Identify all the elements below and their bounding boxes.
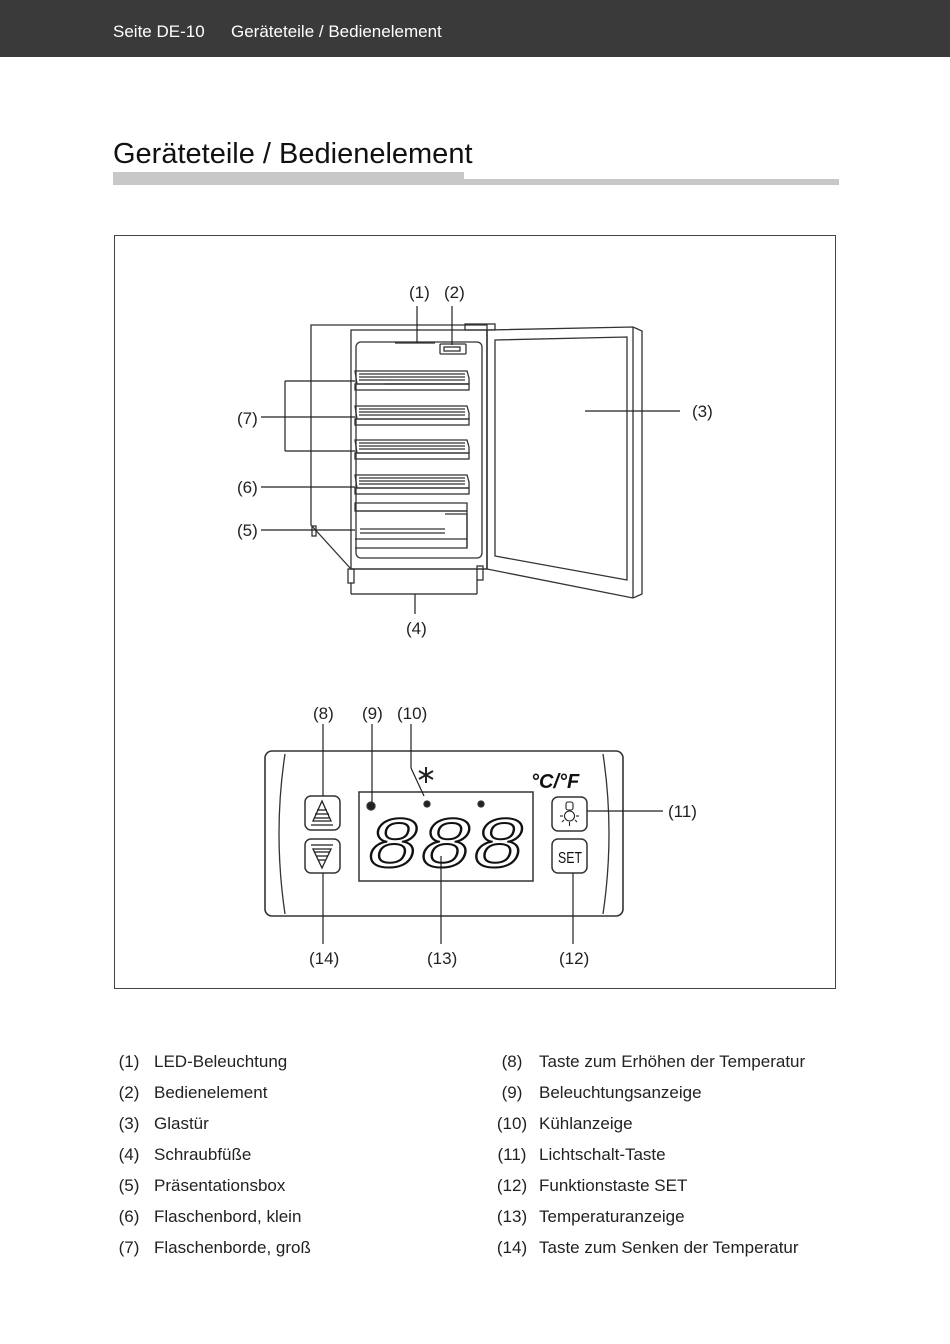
light-bulb-icon: [560, 801, 579, 826]
shelf-large-1: [354, 370, 470, 391]
callout-12: (12): [559, 949, 589, 968]
callout-7: (7): [237, 409, 258, 428]
door-hinge: [464, 323, 496, 331]
legend-number: (10): [496, 1114, 528, 1133]
callout-2: (2): [444, 283, 465, 302]
header-section-title: Geräteteile / Bedienelement: [231, 22, 442, 41]
callout-9: (9): [362, 704, 383, 723]
control-panel-small: [439, 343, 467, 355]
legend-number: (3): [118, 1114, 140, 1133]
display-dot: [423, 800, 431, 808]
legend-number: (6): [118, 1207, 140, 1226]
temperature-display: [358, 791, 534, 882]
page-header: Seite DE-10 Geräteteile / Bedienelement: [0, 0, 950, 57]
callout-leaders-bottom: [322, 724, 663, 944]
presentation-box: [354, 502, 468, 549]
temperature-digits: 888: [367, 807, 525, 889]
callout-labels: (1) (2) (3) (4) (5) (6) (7) (8) (9) (10)…: [237, 283, 713, 968]
legend-number: (14): [496, 1238, 528, 1257]
legend-text: Kühlanzeige: [539, 1114, 633, 1133]
title-rule: [464, 179, 839, 185]
wine-cooler-illustration: [310, 323, 643, 599]
callout-5: (5): [237, 521, 258, 540]
callout-11: (11): [668, 802, 697, 821]
page-title: Geräteteile / Bedienelement: [113, 138, 473, 170]
set-button-label: SET: [558, 850, 582, 867]
legend-number: (11): [497, 1145, 527, 1164]
legend-text: Taste zum Senken der Temperatur: [539, 1238, 799, 1257]
legend-number: (4): [118, 1145, 140, 1164]
callout-14: (14): [309, 949, 339, 968]
control-panel-illustration: [264, 750, 624, 917]
callout-leaders-top: [261, 306, 680, 614]
legend-text: Temperaturanzeige: [539, 1207, 685, 1226]
callout-13: (13): [427, 949, 457, 968]
callout-3: (3): [692, 402, 713, 421]
callout-10: (10): [397, 704, 427, 723]
callout-8: (8): [313, 704, 334, 723]
figure-frame: (1) (2) (3) (4) (5) (6) (7) (8) (9) (10)…: [114, 235, 836, 989]
snowflake-icon: [418, 767, 434, 783]
legend-text: Beleuchtungsanzeige: [539, 1083, 702, 1102]
legend-text: LED-Beleuchtung: [154, 1052, 288, 1071]
arrow-up-icon: [311, 799, 333, 826]
legend-text: Taste zum Erhöhen der Temperatur: [539, 1052, 806, 1071]
legend-text: Lichtschalt-Taste: [539, 1145, 666, 1164]
legend-number: (5): [118, 1176, 140, 1195]
callout-1: (1): [409, 283, 430, 302]
display-dot: [477, 800, 485, 808]
control-panel-display: [443, 346, 461, 352]
callout-4: (4): [406, 619, 427, 638]
light-indicator-dot: [366, 801, 376, 811]
legend-text: Glastür: [154, 1114, 209, 1133]
legend-number: (7): [118, 1238, 140, 1257]
legend-text: Flaschenbord, klein: [154, 1207, 302, 1226]
legend-text: Präsentationsbox: [154, 1176, 286, 1195]
arrow-down-icon: [311, 844, 333, 870]
header-page-number: Seite DE-10: [113, 22, 205, 41]
unit-label: °C/°F: [531, 771, 580, 793]
shelf-large-3: [354, 439, 470, 460]
legend-number: (12): [496, 1176, 528, 1195]
legend-text: Flaschenborde, groß: [154, 1238, 311, 1257]
legend-number: (2): [118, 1083, 140, 1102]
appliance-diagram: (1) (2) (3) (4) (5) (6) (7) (8) (9) (10)…: [237, 283, 713, 968]
callout-6: (6): [237, 478, 258, 497]
legend-number: (9): [501, 1083, 523, 1102]
legend-number: (8): [501, 1052, 523, 1071]
shelf-small: [354, 474, 470, 495]
set-button[interactable]: [551, 838, 588, 874]
legend-text: Funktionstaste SET: [539, 1176, 688, 1195]
legend-number: (13): [496, 1207, 528, 1226]
legend-number: (1): [118, 1052, 140, 1071]
glass-door: [486, 326, 643, 599]
legend-text: Schraubfüße: [154, 1145, 252, 1164]
shelf-large-2: [354, 405, 470, 426]
title-underline: [113, 172, 464, 185]
light-switch-button[interactable]: [551, 796, 588, 832]
legend-text: Bedienelement: [154, 1083, 268, 1102]
